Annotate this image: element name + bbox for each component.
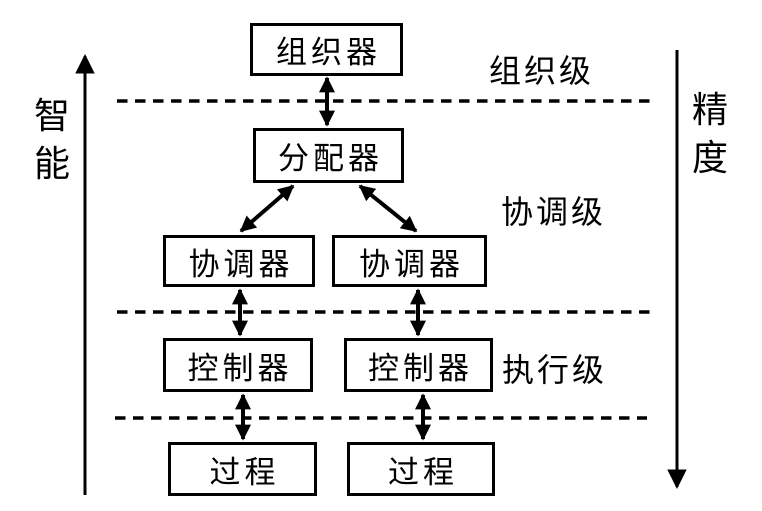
level-label-execution: 执行级 [502, 352, 608, 388]
right-axis-label-precision: 精度 [691, 89, 728, 178]
double-arrow-dispatcher-coordinator-right [358, 184, 418, 233]
coordinator-box-right: 协调器 [332, 235, 487, 287]
process-box-right: 过程 [347, 442, 495, 496]
controller-box-right: 控制器 [344, 338, 493, 392]
level-label-coordination: 协调级 [501, 194, 607, 230]
level-label-organization: 组织级 [489, 53, 595, 89]
organizer-box: 组织器 [250, 23, 403, 76]
left-axis-label-intelligence: 智能 [33, 95, 70, 184]
dispatcher-box: 分配器 [253, 128, 404, 183]
coordinator-box-left: 协调器 [163, 235, 315, 287]
controller-box-left: 控制器 [163, 338, 313, 392]
process-box-left: 过程 [168, 442, 317, 496]
double-arrow-dispatcher-coordinator-left [239, 184, 295, 233]
